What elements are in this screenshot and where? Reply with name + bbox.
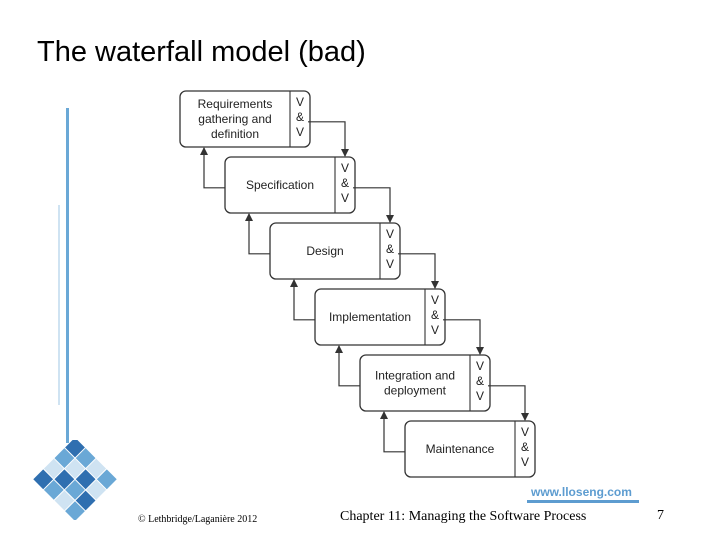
vv-label-line: V [296, 95, 304, 109]
stage-box-border [224, 156, 356, 214]
stage-box-border [269, 222, 401, 280]
stage-label-line: Maintenance [426, 442, 495, 456]
stage-label-line: definition [211, 127, 259, 141]
vv-label-line: & [521, 440, 529, 454]
arrows-layer [200, 121, 529, 453]
forward-arrow [308, 121, 349, 157]
stage-label-line: deployment [384, 384, 447, 398]
accent-line-left [66, 108, 69, 443]
page-number: 7 [657, 508, 664, 523]
feedback-arrow [200, 147, 225, 189]
feedback-arrow [380, 411, 405, 453]
feedback-arrow [245, 213, 270, 255]
website-link[interactable]: www.lloseng.com [531, 485, 632, 499]
stage-label-line: gathering and [198, 112, 271, 126]
stage-label-line: Requirements [198, 97, 273, 111]
copyright-text: © Lethbridge/Laganière 2012 [138, 514, 258, 525]
accent-line-left-inner [58, 205, 60, 405]
vv-label-line: & [476, 374, 484, 388]
stage-box-border [179, 90, 311, 148]
vv-label-line: V [521, 455, 529, 469]
stage-label-line: Implementation [329, 310, 411, 324]
vv-label-line: V [521, 425, 529, 439]
chapter-title: Chapter 11: Managing the Software Proces… [340, 509, 587, 524]
vv-label-line: V [431, 323, 439, 337]
stage-box-border [314, 288, 446, 346]
stage-label-line: Specification [246, 178, 314, 192]
website-underline [527, 500, 639, 503]
forward-arrow [443, 319, 484, 355]
vv-label-line: V [476, 389, 484, 403]
slide-title: The waterfall model (bad) [37, 36, 366, 68]
vv-label-line: V [296, 125, 304, 139]
vv-label-line: V [386, 227, 394, 241]
vv-label-line: & [386, 242, 394, 256]
stage-label-line: Design [306, 244, 343, 258]
vv-label-line: V [341, 191, 349, 205]
stage-box-border [359, 354, 491, 412]
vv-label-line: & [341, 176, 349, 190]
vv-label-line: V [386, 257, 394, 271]
vv-label-line: & [296, 110, 304, 124]
forward-arrow [398, 253, 439, 289]
vv-label-line: & [431, 308, 439, 322]
vv-label-line: V [341, 161, 349, 175]
logo-mosaic [33, 440, 117, 520]
stage-label-line: Integration and [375, 369, 455, 383]
forward-arrow [488, 385, 529, 421]
feedback-arrow [290, 279, 315, 321]
vv-label-line: V [476, 359, 484, 373]
vv-label-line: V [431, 293, 439, 307]
stage-box-border [404, 420, 536, 478]
feedback-arrow [335, 345, 360, 387]
forward-arrow [353, 187, 394, 223]
